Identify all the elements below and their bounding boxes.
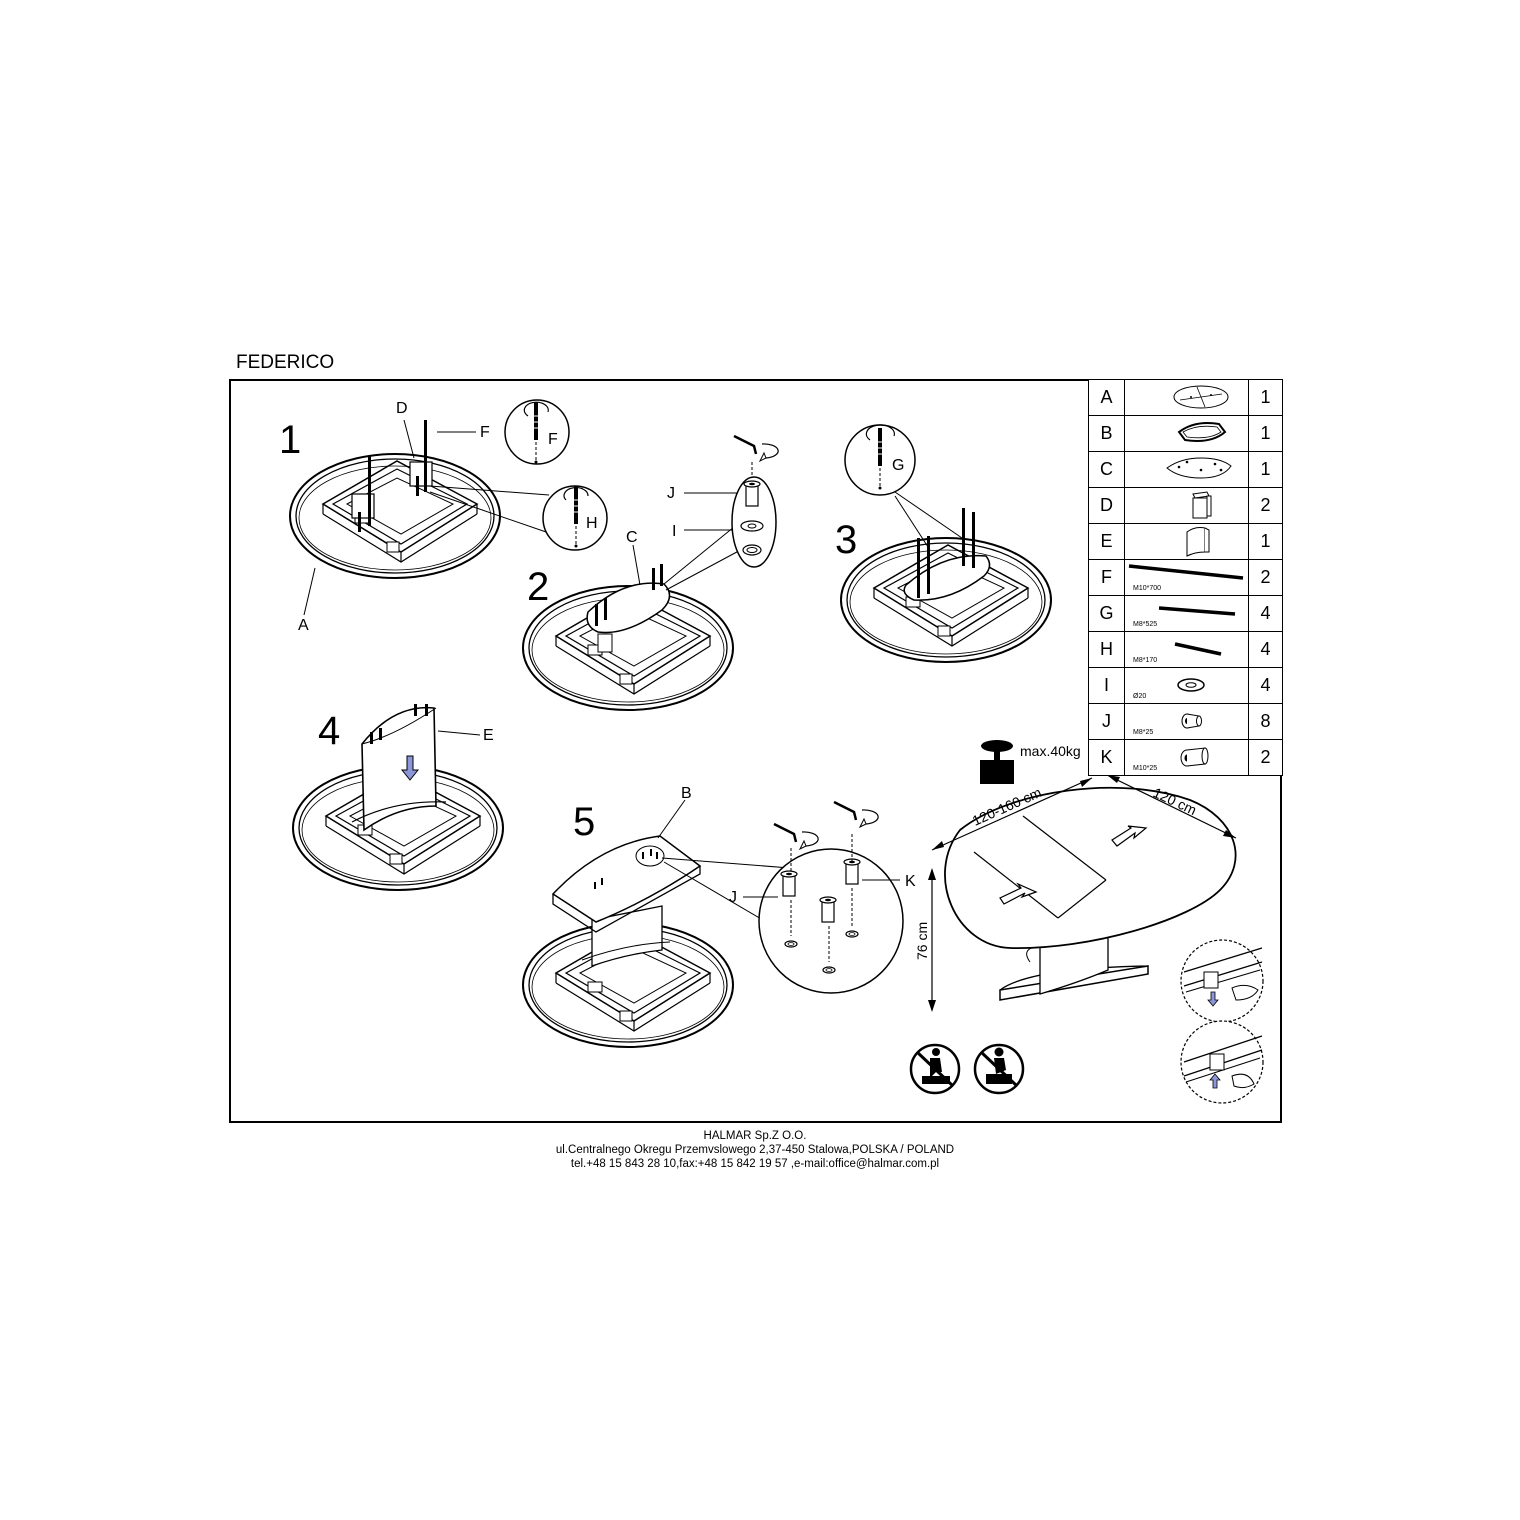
part-letter: G: [1088, 595, 1125, 632]
part-spec: M8*170: [1133, 657, 1158, 664]
dimension-lines: [928, 774, 1237, 1012]
top-plate-icon: [1177, 422, 1227, 442]
parts-row-A: A 1: [1088, 379, 1283, 416]
part-illustration: M10*25: [1124, 739, 1249, 776]
step-number-3: 3: [835, 518, 857, 562]
step-number-1: 1: [279, 418, 301, 462]
table-top-icon: [1173, 385, 1229, 409]
part-quantity: 2: [1248, 739, 1283, 776]
callout-F: F: [480, 424, 490, 441]
step-4-illustration: [292, 704, 504, 891]
bolt-icon: [1181, 713, 1202, 729]
step-number-2: 2: [527, 565, 549, 609]
footer-company: HALMAR Sp.Z O.O.: [703, 1130, 807, 1142]
callout-J-step5: J: [729, 889, 737, 906]
part-quantity: 1: [1248, 379, 1283, 416]
part-quantity: 1: [1248, 523, 1283, 560]
callout-I: I: [672, 523, 676, 540]
part-illustration: [1124, 379, 1249, 416]
part-letter: F: [1088, 559, 1125, 596]
part-letter: H: [1088, 631, 1125, 668]
callout-J-step2: J: [667, 485, 675, 502]
callout-K: K: [905, 873, 916, 890]
part-illustration: [1124, 451, 1249, 488]
callout-G-detail: G: [892, 457, 904, 474]
step-number-5: 5: [573, 800, 595, 844]
step-5-illustration: [522, 799, 904, 1048]
parts-row-D: D 2: [1088, 487, 1283, 524]
part-spec: M10*700: [1133, 585, 1162, 592]
parts-list-table: A 1 B 1 C: [1088, 379, 1283, 776]
step-number-4: 4: [318, 709, 340, 753]
part-spec: M8*25: [1133, 729, 1154, 736]
part-illustration: M10*700: [1124, 559, 1249, 596]
part-quantity: 1: [1248, 451, 1283, 488]
long-rod-icon: [1128, 564, 1244, 580]
no-sitting-warning-icon: [973, 1043, 1025, 1095]
callout-H-detail: H: [586, 515, 598, 532]
bottom-plate-icon: [1166, 457, 1232, 479]
part-spec: Ø20: [1133, 693, 1147, 700]
part-spec: M10*25: [1133, 765, 1158, 772]
parts-row-J: J M8*25 8: [1088, 703, 1283, 740]
parts-row-K: K M10*25 2: [1088, 739, 1283, 776]
part-illustration: Ø20: [1124, 667, 1249, 704]
parts-row-I: I Ø20 4: [1088, 667, 1283, 704]
part-illustration: [1124, 523, 1249, 560]
callout-F-detail: F: [548, 431, 558, 448]
max-load-label: max.40kg: [1020, 743, 1081, 759]
parts-row-F: F M10*700 2: [1088, 559, 1283, 596]
step-3-illustration: [840, 424, 1052, 663]
document-title: FEDERICO: [236, 352, 335, 373]
part-illustration: [1124, 487, 1249, 524]
height-dimension-label: 76 cm: [914, 922, 930, 960]
short-rod-icon: [1174, 642, 1222, 656]
parts-row-B: B 1: [1088, 415, 1283, 452]
step-1-illustration: [289, 399, 608, 616]
part-illustration: M8*525: [1124, 595, 1249, 632]
callout-B: B: [681, 785, 692, 802]
part-quantity: 1: [1248, 415, 1283, 452]
part-illustration: M8*25: [1124, 703, 1249, 740]
callout-C: C: [626, 529, 638, 546]
part-letter: I: [1088, 667, 1125, 704]
extension-mechanism-detail: [1180, 939, 1264, 1104]
callout-E: E: [483, 727, 494, 744]
part-quantity: 4: [1248, 631, 1283, 668]
large-bolt-icon: [1180, 747, 1209, 767]
rod-icon: [1158, 606, 1236, 616]
column-icon: [1186, 527, 1210, 557]
callout-A: A: [298, 617, 309, 634]
part-quantity: 4: [1248, 595, 1283, 632]
part-illustration: M8*170: [1124, 631, 1249, 668]
part-letter: D: [1088, 487, 1125, 524]
part-letter: E: [1088, 523, 1125, 560]
no-standing-warning-icon: [909, 1043, 961, 1095]
step-2-illustration: [522, 434, 780, 711]
parts-row-E: E 1: [1088, 523, 1283, 560]
part-illustration: [1124, 415, 1249, 452]
part-quantity: 8: [1248, 703, 1283, 740]
parts-row-H: H M8*170 4: [1088, 631, 1283, 668]
footer-contact: tel.+48 15 843 28 10,fax:+48 15 842 19 5…: [570, 1158, 940, 1170]
finished-table-illustration: [944, 786, 1237, 1001]
part-spec: M8*525: [1133, 621, 1158, 628]
part-letter: C: [1088, 451, 1125, 488]
part-letter: K: [1088, 739, 1125, 776]
bracket-icon: [1192, 491, 1212, 519]
parts-row-C: C 1: [1088, 451, 1283, 488]
part-quantity: 2: [1248, 487, 1283, 524]
footer-address: ul.Centralnego Okregu Przemvslowego 2,37…: [555, 1144, 955, 1156]
parts-row-G: G M8*525 4: [1088, 595, 1283, 632]
part-quantity: 4: [1248, 667, 1283, 704]
part-letter: J: [1088, 703, 1125, 740]
part-letter: A: [1088, 379, 1125, 416]
washer-icon: [1177, 678, 1205, 692]
part-letter: B: [1088, 415, 1125, 452]
callout-D: D: [396, 400, 408, 417]
max-load-icon: [980, 740, 1014, 784]
part-quantity: 2: [1248, 559, 1283, 596]
footer: HALMAR Sp.Z O.O. ul.Centralnego Okregu P…: [0, 1129, 1520, 1171]
